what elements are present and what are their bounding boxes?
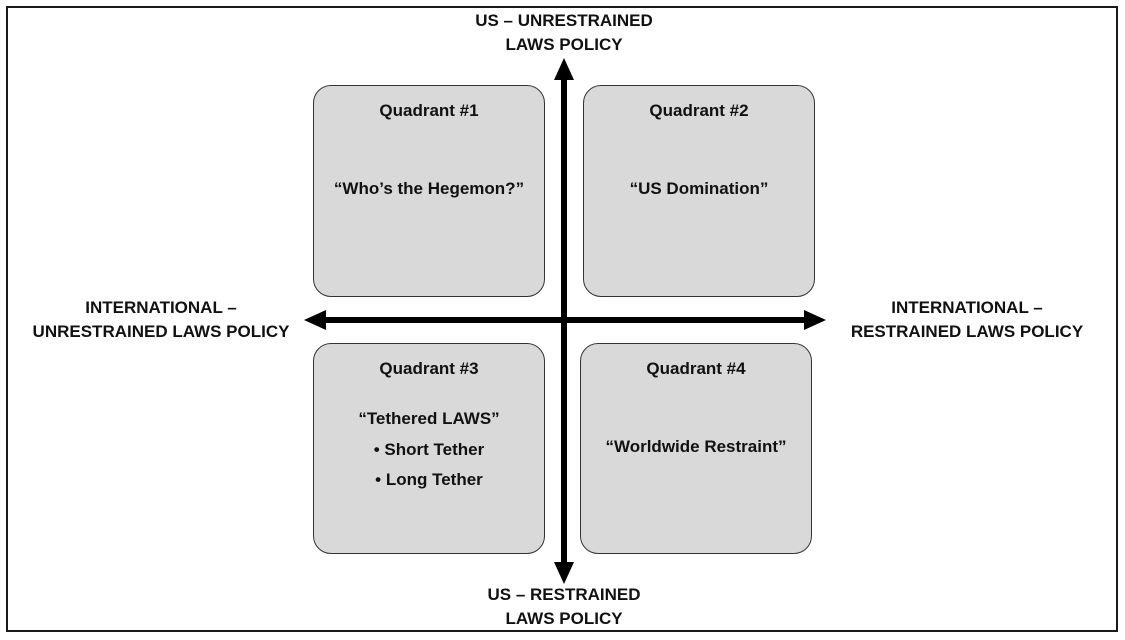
arrow-up-icon xyxy=(554,58,574,80)
quadrant-1-name: “Who’s the Hegemon?” xyxy=(333,179,525,198)
axis-label-top-line1: US – UNRESTRAINED xyxy=(475,11,653,30)
axis-label-right-line2: RESTRAINED LAWS POLICY xyxy=(850,322,1084,341)
quadrant-2-name: “US Domination” xyxy=(629,179,769,198)
arrow-left-icon xyxy=(304,310,326,330)
axis-label-top: US – UNRESTRAINED LAWS POLICY xyxy=(414,9,714,57)
quadrant-1-title: Quadrant #1 xyxy=(379,101,479,120)
quadrant-3-bullet-long-tether: • Long Tether xyxy=(375,470,483,490)
axis-label-bottom-line1: US – RESTRAINED xyxy=(487,585,641,604)
axis-label-left-line1: INTERNATIONAL – xyxy=(85,298,237,317)
quadrant-4: Quadrant #4 “Worldwide Restraint” xyxy=(580,343,812,554)
diagram-frame xyxy=(6,6,1118,632)
quadrant-3: Quadrant #3 “Tethered LAWS” • Short Teth… xyxy=(313,343,545,554)
axis-label-top-line2: LAWS POLICY xyxy=(505,35,623,54)
axis-label-left-line2: UNRESTRAINED LAWS POLICY xyxy=(32,322,290,341)
quadrant-1: Quadrant #1 “Who’s the Hegemon?” xyxy=(313,85,545,297)
axis-label-bottom: US – RESTRAINED LAWS POLICY xyxy=(414,583,714,631)
axis-label-bottom-line2: LAWS POLICY xyxy=(505,609,623,628)
arrow-right-icon xyxy=(804,310,826,330)
quadrant-2: Quadrant #2 “US Domination” xyxy=(583,85,815,297)
arrow-down-icon xyxy=(554,562,574,584)
axis-label-left: INTERNATIONAL – UNRESTRAINED LAWS POLICY xyxy=(16,296,306,344)
quadrant-3-title: Quadrant #3 xyxy=(379,359,479,378)
quadrant-3-bullet-short-tether: • Short Tether xyxy=(373,439,485,459)
quadrant-4-name: “Worldwide Restraint” xyxy=(605,437,787,456)
axis-label-right: INTERNATIONAL – RESTRAINED LAWS POLICY xyxy=(832,296,1102,344)
quadrant-2-title: Quadrant #2 xyxy=(649,101,749,120)
quadrant-3-content: “Tethered LAWS” • Short Tether • Long Te… xyxy=(314,409,544,502)
axis-label-right-line1: INTERNATIONAL – xyxy=(891,298,1043,317)
quadrant-4-title: Quadrant #4 xyxy=(646,359,746,378)
quadrant-3-name: “Tethered LAWS” xyxy=(358,409,500,428)
